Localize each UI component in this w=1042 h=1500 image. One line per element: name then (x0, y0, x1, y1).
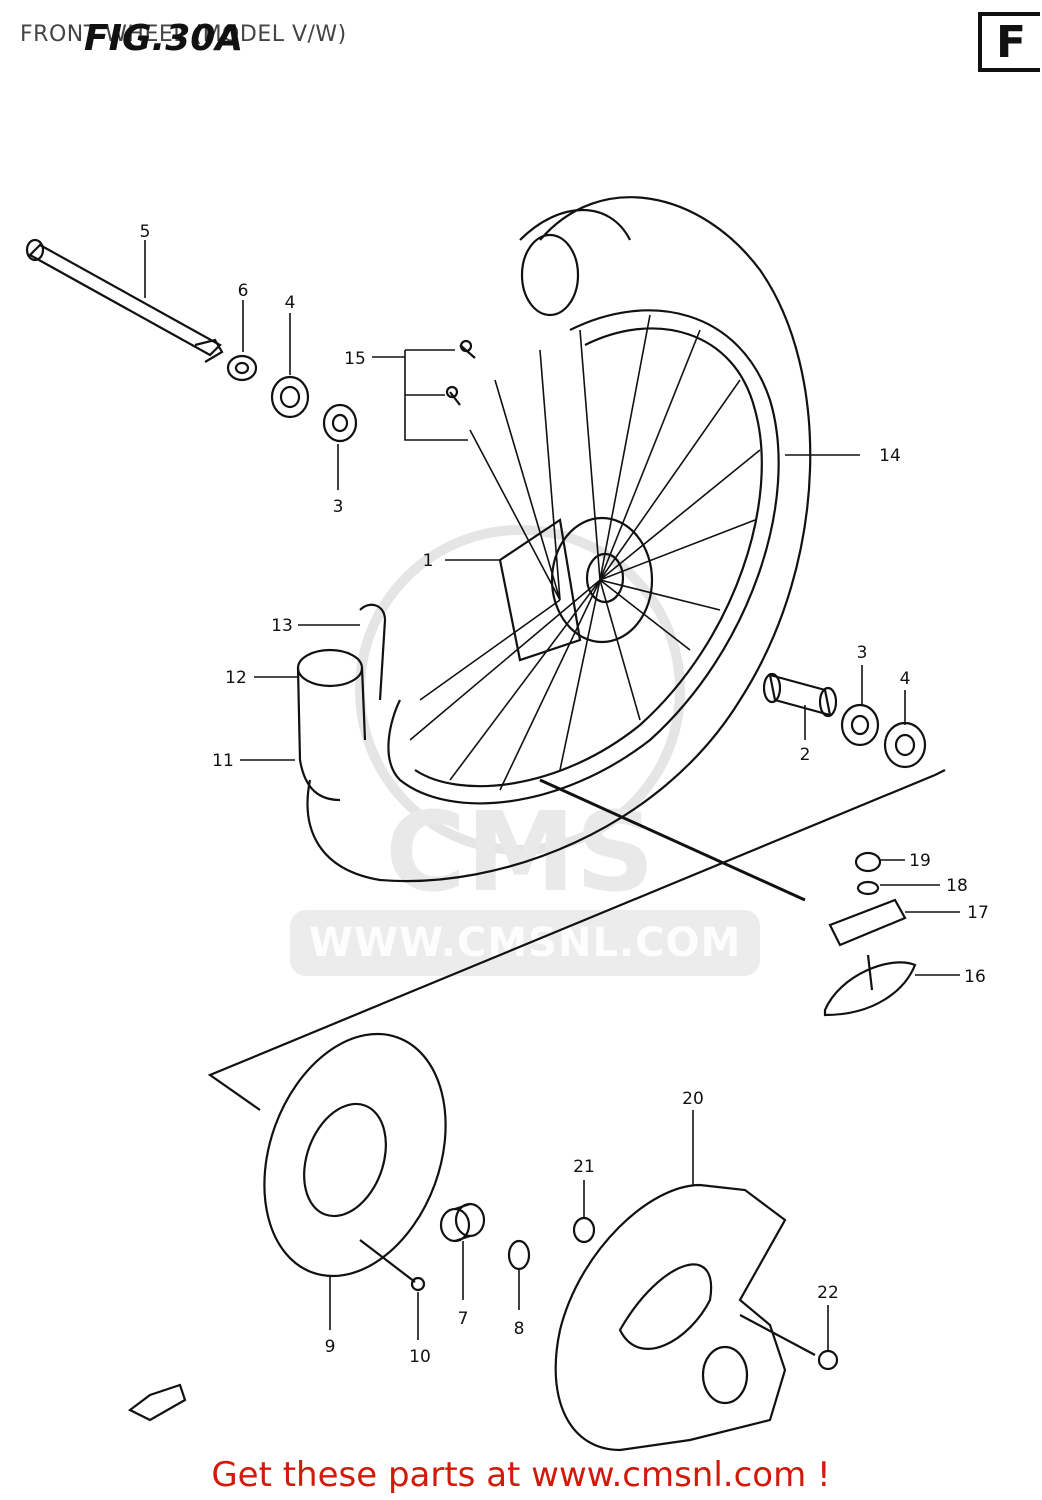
oil-seal-part-right (883, 721, 927, 769)
figure-number: FIG.30A (84, 18, 244, 59)
svg-text:CMS: CMS (385, 788, 654, 916)
brake-disc-part (263, 1032, 447, 1278)
washer-part-lower (507, 1239, 531, 1271)
tube-section-part (296, 603, 387, 802)
callout-3: 3 (333, 497, 344, 517)
callout-labels: 5 6 4 3 15 1 13 12 11 14 2 3 4 19 18 17 … (140, 222, 989, 1367)
callout-13: 13 (271, 616, 293, 636)
callout-18: 18 (946, 876, 968, 896)
callout-11: 11 (212, 751, 234, 771)
callout-22: 22 (817, 1283, 839, 1303)
leader-lines (144, 240, 960, 1350)
callout-4-right: 4 (900, 669, 911, 689)
callout-17: 17 (967, 903, 989, 923)
front-arrow-icon (127, 1383, 187, 1422)
separator-line (207, 769, 946, 1111)
callout-12: 12 (225, 668, 247, 688)
disc-bolt-part (359, 1239, 416, 1283)
callout-14: 14 (879, 446, 901, 466)
rim-lock-plate-part (823, 954, 917, 1017)
callout-16: 16 (964, 967, 986, 987)
callout-10: 10 (409, 1347, 431, 1367)
callout-1: 1 (423, 551, 434, 571)
cover-bolt-part (739, 1314, 816, 1356)
callout-8: 8 (514, 1319, 525, 1339)
callout-19: 19 (909, 851, 931, 871)
callout-3-right: 3 (857, 643, 868, 663)
footer-link-text[interactable]: Get these parts at www.cmsnl.com ! (211, 1455, 831, 1495)
axle-part (25, 238, 224, 363)
oil-seal-part (270, 375, 310, 419)
callout-7: 7 (458, 1309, 469, 1329)
nut-part (854, 851, 882, 873)
callout-6: 6 (238, 281, 249, 301)
watermark-url: WWW.CMSNL.COM (290, 910, 760, 976)
bearing-part-right (840, 703, 880, 747)
collar-part (226, 354, 258, 382)
bearing-part (322, 403, 358, 443)
callout-15: 15 (344, 349, 366, 369)
tire-part (306, 196, 812, 883)
callout-2: 2 (800, 745, 811, 765)
callout-20: 20 (682, 1089, 704, 1109)
rim-part (387, 309, 780, 805)
spacer-part (762, 672, 838, 718)
callout-21: 21 (573, 1157, 595, 1177)
callout-4: 4 (285, 293, 296, 313)
bolt-part (445, 339, 476, 406)
disc-cover-part (554, 1183, 787, 1452)
nut-part-lower (572, 1216, 596, 1244)
spokes-part (409, 314, 761, 791)
collar-part-lower (439, 1202, 486, 1243)
spoke-long (539, 778, 806, 902)
page-title: FRONT WHEEL (MODEL V/W) (20, 22, 347, 47)
washer-part (856, 880, 880, 896)
callout-9: 9 (325, 1337, 336, 1357)
watermark-logo: CMS (355, 525, 685, 916)
rim-lock-part (828, 898, 907, 947)
callout-5: 5 (140, 222, 151, 242)
section-letter-box: F (978, 12, 1040, 72)
